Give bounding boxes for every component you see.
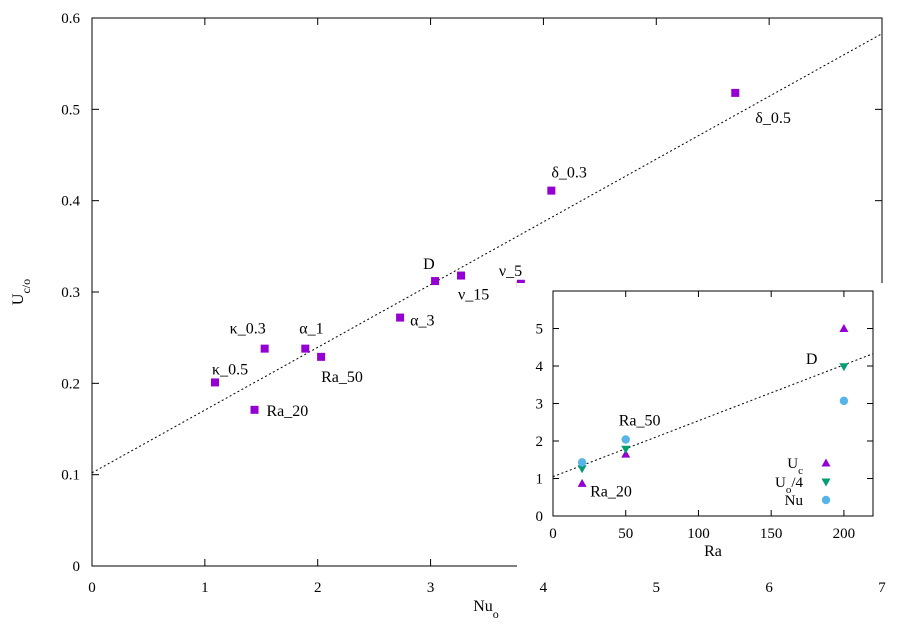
inset-x-tick-label: 50 bbox=[618, 526, 633, 542]
x-axis-label: Nuo bbox=[473, 598, 499, 621]
x-tick-label: 2 bbox=[314, 580, 322, 596]
inset-data-point bbox=[577, 465, 587, 474]
inset-data-point bbox=[577, 458, 587, 467]
data-point bbox=[301, 344, 310, 353]
point-label: ν_15 bbox=[458, 287, 489, 304]
inset-x-tick-label: 0 bbox=[549, 526, 557, 542]
point-label: δ_0.5 bbox=[755, 110, 791, 127]
inset-annotation: Ra_50 bbox=[619, 413, 661, 430]
y-tick-label: 0.4 bbox=[61, 194, 80, 210]
legend-label-base: U bbox=[787, 456, 798, 472]
x-tick-label: 4 bbox=[540, 580, 548, 596]
point-label: κ_0.3 bbox=[230, 321, 266, 338]
inset-x-tick-label: 100 bbox=[687, 526, 710, 542]
legend-label: Uo/4 bbox=[775, 475, 804, 496]
fit-line bbox=[91, 33, 883, 474]
data-point bbox=[211, 378, 220, 387]
x-axis-label-base: Nu bbox=[473, 598, 493, 615]
y-axis-label-base: U bbox=[10, 293, 27, 305]
data-point bbox=[250, 405, 259, 414]
inset-annotation: Ra_20 bbox=[590, 483, 632, 500]
inset-y-tick-label: 3 bbox=[536, 397, 544, 413]
data-point bbox=[317, 352, 326, 361]
legend-label-base: Nu bbox=[785, 493, 804, 509]
y-tick-label: 0.6 bbox=[61, 11, 80, 27]
legend-label: Uc bbox=[787, 456, 803, 477]
legend-label: Nu bbox=[785, 493, 804, 509]
inset-annotation: D bbox=[806, 351, 818, 368]
legend-label-suffix: /4 bbox=[791, 475, 803, 491]
inset-data-point bbox=[839, 363, 849, 372]
y-axis-label-sub: c/o bbox=[19, 279, 33, 294]
legend-marker bbox=[821, 478, 831, 487]
inset-x-tick-label: 150 bbox=[760, 526, 783, 542]
y-tick-label: 0.3 bbox=[61, 285, 80, 301]
inset-background bbox=[517, 283, 889, 571]
inset-x-axis-label: Ra bbox=[704, 543, 722, 560]
data-point bbox=[731, 88, 740, 97]
point-label: α_3 bbox=[410, 313, 434, 330]
data-point bbox=[396, 313, 405, 322]
y-tick-label: 0.5 bbox=[61, 102, 80, 118]
y-tick-label: 0.2 bbox=[61, 376, 80, 392]
y-tick-label: 0 bbox=[73, 559, 81, 575]
legend-label-sub: c bbox=[798, 465, 803, 477]
point-label: Ra_20 bbox=[267, 403, 309, 420]
x-tick-label: 1 bbox=[201, 580, 209, 596]
inset-data-point bbox=[839, 324, 849, 332]
inset-data-point bbox=[839, 396, 849, 406]
x-tick-label: 6 bbox=[765, 580, 773, 596]
legend-label-base: U bbox=[775, 475, 786, 491]
point-label: Ra_50 bbox=[321, 369, 363, 386]
inset-data-point bbox=[577, 478, 587, 487]
inset-x-tick-label: 200 bbox=[833, 526, 856, 542]
x-tick-label: 0 bbox=[88, 580, 96, 596]
point-label: α_1 bbox=[299, 321, 323, 338]
y-tick-label: 0.1 bbox=[61, 468, 80, 484]
point-label: δ_0.3 bbox=[551, 165, 587, 182]
point-label: ν_5 bbox=[499, 263, 522, 280]
data-point bbox=[431, 277, 440, 286]
inset-fit-line bbox=[552, 353, 874, 478]
inset-y-tick-label: 1 bbox=[536, 472, 544, 488]
data-point bbox=[457, 271, 466, 280]
inset-data-point bbox=[621, 445, 631, 454]
inset-y-tick-label: 4 bbox=[536, 359, 544, 375]
data-point bbox=[547, 186, 556, 195]
point-label: D bbox=[423, 256, 435, 273]
x-tick-label: 3 bbox=[427, 580, 435, 596]
x-tick-label: 5 bbox=[653, 580, 661, 596]
inset-y-tick-label: 0 bbox=[536, 509, 544, 525]
inset-y-tick-label: 2 bbox=[536, 434, 544, 450]
x-axis-label-sub: o bbox=[493, 607, 499, 621]
data-point bbox=[260, 344, 269, 353]
legend-marker bbox=[821, 495, 831, 505]
point-label: κ_0.5 bbox=[212, 361, 248, 378]
legend-marker bbox=[821, 458, 831, 467]
legend-label-sub: o bbox=[786, 484, 792, 496]
x-tick-label: 7 bbox=[878, 580, 886, 596]
inset-y-tick-label: 5 bbox=[536, 322, 544, 338]
inset-data-point bbox=[621, 435, 630, 444]
y-axis-label: Uc/o bbox=[10, 279, 33, 305]
